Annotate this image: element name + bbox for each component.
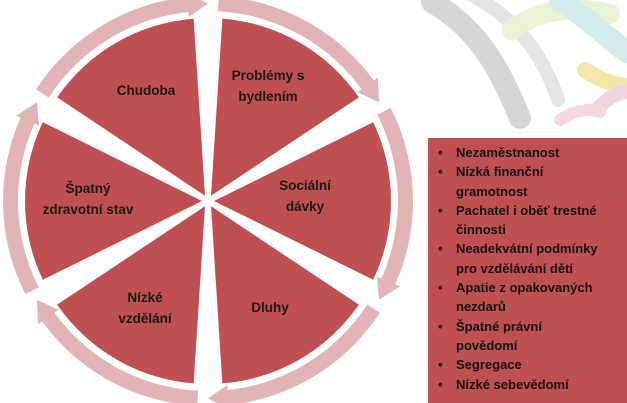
segment-label-line: zdravotní stav [43, 202, 134, 217]
segment-label-socialni-davky: Sociální dávky [279, 178, 332, 214]
segment-socialni-davky [214, 122, 391, 280]
segment-label-line: Sociální [279, 178, 332, 193]
list-item: • Nízké sebevědomí [436, 375, 623, 394]
segment-label-line: Chudoba [117, 83, 176, 98]
arrow-head-icon [36, 299, 59, 325]
list-item-text: činnosti [456, 222, 506, 238]
segment-label-dluhy: Dluhy [251, 300, 289, 315]
list-item-text: Nízké sebevědomí [456, 376, 569, 392]
list-item-text: gramotnost [456, 183, 528, 199]
segment-dluhy [211, 206, 359, 384]
segment-label-problemy-s-bydlenim: Problémy s bydlením [232, 68, 305, 104]
list-item: • Apatie z opakovaných nezdarů [436, 278, 623, 317]
segment-label-line: dávky [286, 199, 325, 214]
segment-chudoba [57, 18, 205, 196]
list-item-text: Nízká finanční [456, 164, 544, 180]
arrow-head-icon [16, 102, 39, 126]
bullet-icon: • [438, 164, 443, 180]
causes-list: • Nezaměstnanost • Nízká finanční gramotnost… [436, 143, 623, 394]
list-item: • Pachatel i oběť trestné činnosti [436, 201, 623, 240]
list-item-text: povědomí [456, 337, 518, 353]
arrow-head-icon [186, 0, 208, 18]
arrow-ring-band [377, 107, 413, 291]
segment-label-line: vzdělání [118, 311, 173, 326]
list-item: • Špatné právní povědomí [436, 317, 623, 356]
list-item-text: Apatie z opakovaných [456, 280, 593, 296]
arrow-ring-band [221, 304, 380, 403]
segment-label-line: Nízké [127, 290, 163, 305]
bullet-icon: • [438, 202, 443, 218]
bullet-icon: • [438, 145, 443, 160]
segment-label-line: Dluhy [251, 300, 289, 315]
bullet-icon: • [438, 376, 443, 392]
segment-problemy-s-bydlenim [211, 18, 359, 196]
segment-spatny-zdravotni-stav [24, 122, 202, 280]
list-item-text: Nezaměstnanost [456, 145, 560, 160]
list-item-text: Špatné právní [456, 318, 542, 334]
list-item-text: Segregace [456, 357, 522, 373]
list-item: • Nezaměstnanost [436, 143, 623, 162]
arrow-head-icon [357, 77, 380, 103]
arrow-ring-band [2, 111, 39, 295]
segment-nizke-vzdelani [57, 206, 205, 384]
list-item: • Neadekvátní podmínky pro vzdělávání dětí [436, 239, 623, 278]
arrow-head-icon [208, 384, 230, 403]
list-item-text: nezdarů [456, 299, 506, 315]
segment-label-chudoba: Chudoba [117, 83, 176, 98]
list-item-text: pro vzdělávání dětí [456, 260, 574, 276]
list-item-text: Pachatel i oběť trestné [456, 202, 597, 218]
segment-layer [24, 18, 391, 384]
list-item: • Nízká finanční gramotnost [436, 162, 623, 201]
segment-label-line: Problémy s [232, 68, 305, 83]
arrow-ring-band [217, 0, 378, 95]
causes-panel: • Nezaměstnanost • Nízká finanční gramotnost… [428, 138, 627, 403]
bullet-icon: • [438, 241, 443, 257]
segment-label-line: bydlením [238, 89, 297, 104]
bullet-icon: • [438, 357, 443, 373]
list-item-text: Neadekvátní podmínky [456, 241, 598, 257]
segment-label-nizke-vzdelani: Nízké vzdělání [118, 290, 173, 326]
arrow-ring-band [38, 307, 199, 403]
list-item: • Segregace [436, 355, 623, 374]
arrow-ring [2, 0, 413, 403]
segment-label-line: Špatný [65, 181, 111, 196]
bullet-icon: • [438, 318, 443, 334]
segment-label-spatny-zdravotni-stav: Špatný zdravotní stav [43, 181, 134, 217]
arrow-ring-band [36, 0, 195, 98]
arrow-head-icon [377, 276, 400, 300]
bullet-icon: • [438, 280, 443, 296]
